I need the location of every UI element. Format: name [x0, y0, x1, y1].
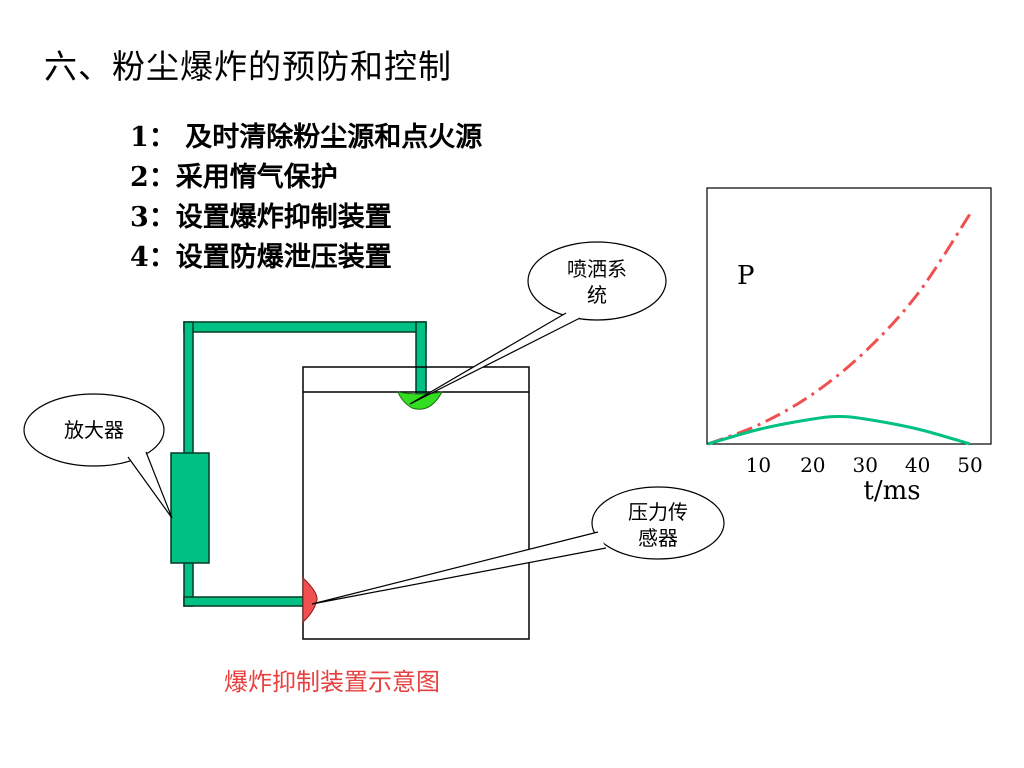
pipe-right-drop [415, 321, 427, 395]
vessel-body [302, 366, 530, 640]
item-text: 采用惰气保护 [175, 162, 338, 193]
pressure-time-chart: P 10 20 30 40 50 t/ms [706, 187, 992, 506]
item-text: 及时清除粉尘源和点火源 [175, 122, 483, 153]
chart-x-ticks: 10 20 30 40 50 [746, 453, 983, 477]
chart-ylabel: P [737, 261, 755, 291]
callout-sprinkler: 喷洒系 统 [409, 241, 667, 405]
slide-title: 六、粉尘爆炸的预防和控制 [44, 47, 452, 86]
list-item: 4：设置防爆泄压装置 [130, 238, 482, 278]
list-item: 2：采用惰气保护 [130, 158, 482, 198]
item-number: 3： [130, 202, 176, 233]
x-tick-label: 20 [800, 453, 825, 477]
x-tick-label: 50 [957, 453, 982, 477]
x-tick-label: 30 [852, 453, 877, 477]
amplifier-box [170, 452, 210, 564]
callout-text-amplifier: 放大器 [64, 418, 124, 442]
x-tick-label: 10 [746, 453, 771, 477]
list-item: 3：设置爆炸抑制装置 [130, 198, 482, 238]
chart-xlabel: t/ms [863, 476, 920, 506]
item-text: 设置爆炸抑制装置 [175, 202, 392, 233]
callout-bubble [23, 393, 165, 467]
item-text: 设置防爆泄压装置 [175, 242, 392, 273]
pipe-top [183, 321, 427, 333]
callout-bubble [527, 241, 667, 321]
pipe-bottom [183, 596, 307, 607]
item-number: 2： [130, 162, 176, 193]
callout-bubble [591, 486, 725, 560]
x-tick-label: 40 [905, 453, 930, 477]
series-line-1 [707, 213, 972, 446]
callout-amplifier: 放大器 [23, 393, 173, 519]
callout-text-sensor-1: 压力传 [628, 500, 688, 524]
series-line-2 [707, 414, 971, 446]
chart-series [707, 213, 972, 446]
vessel [302, 366, 530, 640]
callout-text-sprinkler-2: 统 [587, 283, 607, 307]
callout-pointer [311, 531, 607, 605]
callout-sensor: 压力传 感器 [311, 486, 725, 605]
diagram-caption: 爆炸抑制装置示意图 [224, 668, 440, 696]
callout-text-sprinkler-1: 喷洒系 [567, 257, 627, 281]
item-number: 1： [130, 122, 176, 153]
callout-pointer [409, 312, 581, 405]
pressure-sensor [302, 576, 318, 624]
pipe-system [183, 321, 427, 607]
callout-pointer [127, 451, 173, 519]
chart-frame [706, 187, 992, 445]
sprinkler-head [397, 391, 443, 410]
pipe-left-upper [183, 321, 194, 456]
item-number: 4： [130, 242, 176, 273]
callout-text-sensor-2: 感器 [638, 526, 678, 550]
prevention-list: 1： 及时清除粉尘源和点火源 2：采用惰气保护 3：设置爆炸抑制装置 4：设置防… [130, 118, 482, 278]
list-item: 1： 及时清除粉尘源和点火源 [130, 118, 482, 158]
